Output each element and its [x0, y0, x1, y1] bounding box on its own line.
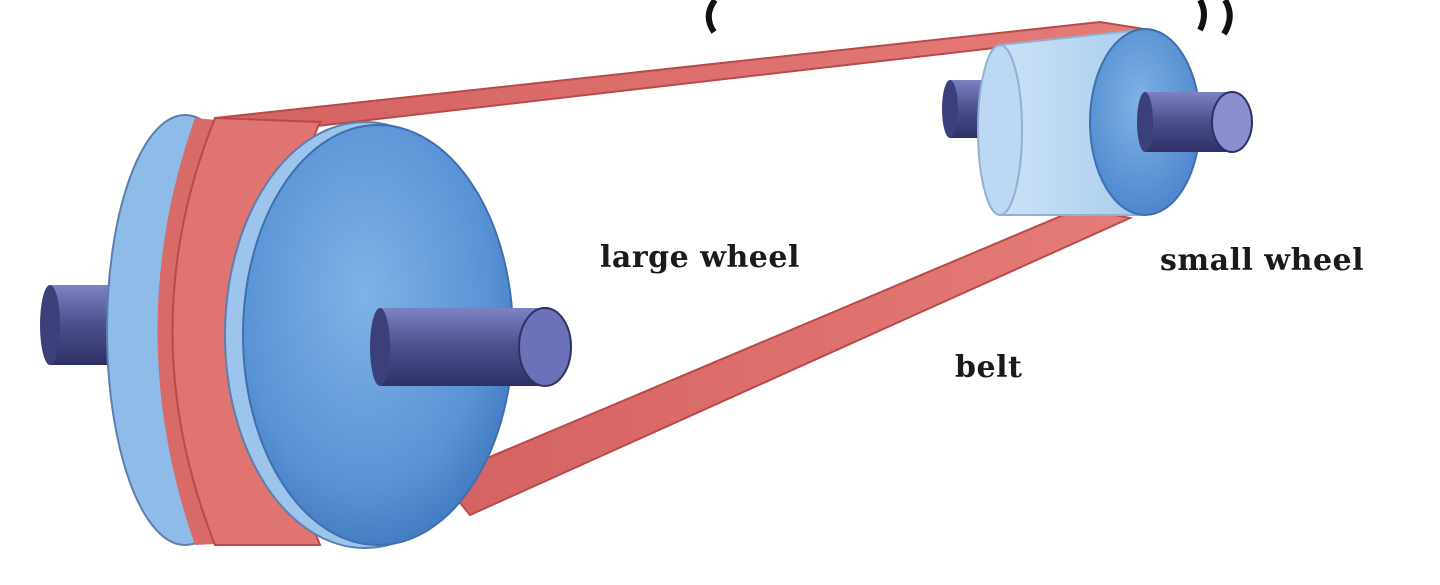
large-wheel-axle-front: [370, 307, 572, 387]
cropped-title-fragment: [705, 0, 1233, 36]
small-wheel-axle-front: [1137, 91, 1253, 153]
large-wheel-label: large wheel: [600, 240, 800, 275]
small-wheel: [977, 28, 1201, 216]
belt-label: belt: [955, 350, 1023, 385]
large-wheel: [106, 114, 514, 549]
small-wheel-label: small wheel: [1160, 243, 1365, 278]
